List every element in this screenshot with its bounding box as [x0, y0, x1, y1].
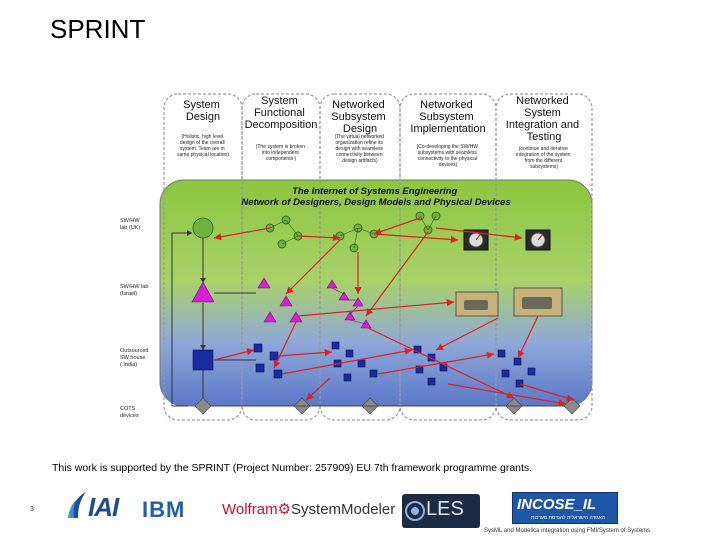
uk-node-main	[192, 217, 214, 239]
vehicle-photo-1	[455, 291, 499, 317]
column-heading-2: System Functional Decomposition	[245, 95, 318, 131]
iai-emblem-icon	[68, 492, 86, 518]
india-node-main	[192, 349, 214, 371]
row-label-israel: SW/HW lab (Israel)	[120, 284, 150, 297]
column-heading-4: Networked Subsystem Implementation	[410, 99, 485, 135]
column-heading-5: Networked System Integration and Testing	[506, 95, 582, 143]
row-label-uk: SW/HW lab (UK)	[120, 218, 141, 231]
iai-logo-text: IAI	[88, 492, 119, 522]
sprint-diagram: System Design System Functional Decompos…	[120, 93, 593, 421]
ibm-logo: IBM	[142, 497, 186, 522]
acknowledgement-text: This work is supported by the SPRINT (Pr…	[52, 462, 533, 474]
wolfram-logo-text: Wolfram	[222, 501, 278, 518]
column-note-3: (The virtual networked organization refi…	[335, 134, 386, 164]
wolfram-systemmodeler-logo: Wolfram⚙SystemModeler	[222, 500, 395, 518]
gear-icon: ⚙	[277, 501, 292, 518]
column-note-2: (The system is broken into independent c…	[256, 144, 307, 162]
india-nodes	[192, 341, 536, 388]
iai-logo: IAI	[66, 490, 134, 522]
les-emblem-icon	[405, 501, 425, 521]
footer-note: SysML and Modelica integration using FMI…	[484, 528, 651, 534]
row-label-cots: COTS devices	[120, 406, 139, 419]
systemmodeler-logo-text: SystemModeler	[291, 501, 396, 518]
network-title: The Internet of Systems Engineering Netw…	[241, 186, 510, 208]
cots-node-main	[194, 397, 212, 415]
phase-columns	[163, 93, 593, 421]
gauge-device-1	[463, 229, 489, 251]
column-note-1: (Holistic, high level design of the over…	[177, 134, 229, 158]
les-logo: LES	[402, 494, 480, 528]
gauge-device-2	[525, 229, 551, 251]
uk-nodes	[192, 211, 441, 253]
incose-il-logo: INCOSE_IL האגודה הישראלית להנדסת מערכות	[512, 492, 618, 524]
column-note-4: (Co-developing the SW/HW subsystems with…	[417, 144, 480, 168]
page-number: 3	[30, 506, 34, 513]
row-label-india: Outsourced SW house ( India)	[120, 348, 150, 368]
vehicle-photo-2	[513, 287, 563, 317]
les-logo-text: LES	[426, 498, 464, 520]
incose-logo-text: INCOSE_IL	[517, 496, 597, 513]
column-heading-3: Networked Subsystem Design	[331, 99, 388, 135]
incose-logo-subtext: האגודה הישראלית להנדסת מערכות	[531, 515, 605, 521]
israel-node-main	[191, 281, 215, 303]
collaboration-arrows	[213, 217, 575, 407]
column-note-5: (continue and iterative integration of t…	[516, 146, 572, 170]
slide-title: SPRINT	[50, 14, 146, 44]
column-heading-1: System Design	[183, 99, 223, 123]
column-frame-3	[319, 93, 401, 421]
